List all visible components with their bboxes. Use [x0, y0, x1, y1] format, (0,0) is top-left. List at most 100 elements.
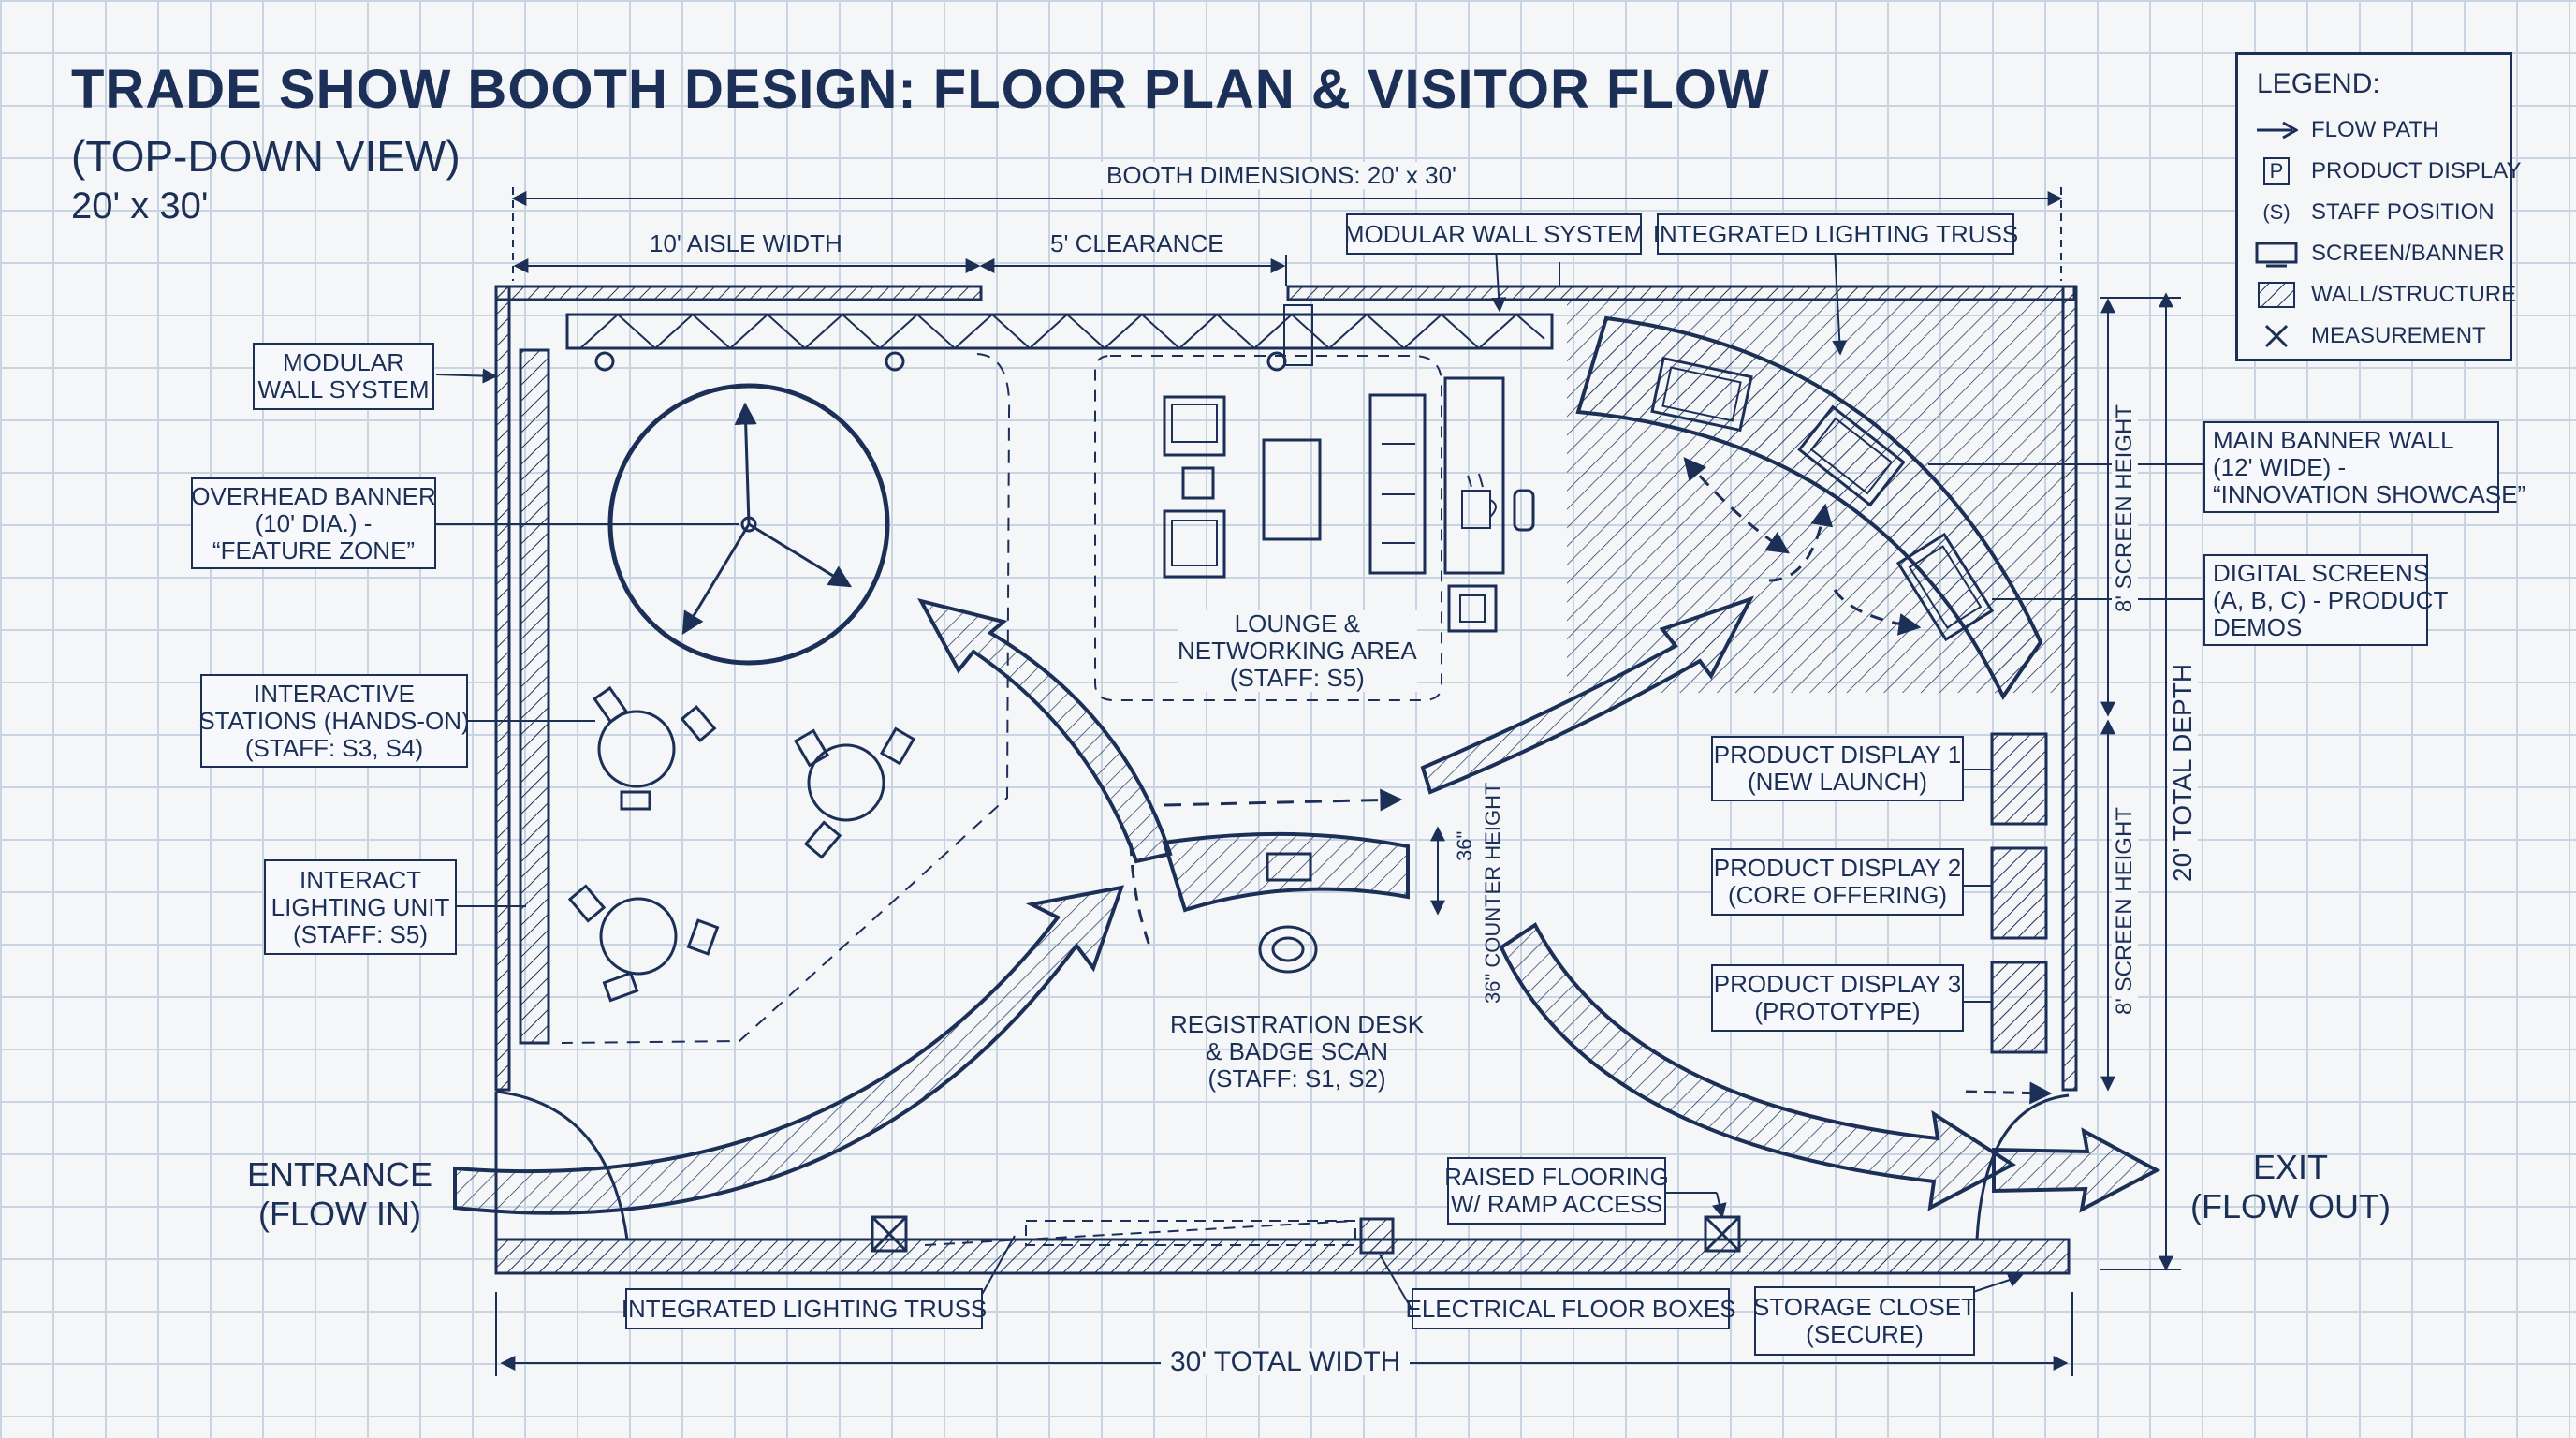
zone-line: NETWORKING AREA [1178, 637, 1417, 665]
entrance-label: ENTRANCE (FLOW IN) [247, 1155, 432, 1234]
callout-line: OVERHEAD BANNER [191, 481, 436, 510]
lighting-truss [565, 304, 1554, 372]
legend-item-product: P PRODUCT DISPLAY [2255, 153, 2522, 190]
registration-label: REGISTRATION DESK & BADGE SCAN (STAFF: S… [1170, 1011, 1424, 1093]
callout-line: (NEW LAUNCH) [1747, 768, 1928, 796]
legend-item-staff: (S) STAFF POSITION [2255, 194, 2495, 231]
callout-raised-flooring: RAISED FLOORING W/ RAMP ACCESS [1444, 1157, 1669, 1225]
legend-label: FLOW PATH [2311, 117, 2439, 142]
callout-interact-lighting: INTERACT LIGHTING UNIT (STAFF: S5) [264, 859, 457, 955]
legend: LEGEND: FLOW PATH P PRODUCT DISPLAY (S) … [2235, 52, 2522, 361]
callout-line: MODULAR [282, 348, 404, 376]
callout-line: PRODUCT DISPLAY 2 [1713, 854, 1962, 882]
staff-position-icon: (S) [2262, 200, 2291, 224]
booth-size-note: 20' x 30' [71, 185, 209, 227]
exit-title: EXIT [2252, 1148, 2328, 1186]
registration-desk [1162, 831, 1410, 974]
modular-wall-left [519, 348, 550, 1045]
callout-line: (PROTOTYPE) [1754, 997, 1921, 1025]
callout-line: DEMOS [2213, 612, 2303, 641]
entrance-title: ENTRANCE [247, 1155, 433, 1194]
callout-line: INTERACTIVE [254, 679, 415, 708]
booth-dimensions-label: BOOTH DIMENSIONS: 20' x 30' [1101, 162, 1463, 189]
main-banner-curved-wall [1575, 315, 2043, 700]
callout-lighting-truss-top: INTEGRATED LIGHTING TRUSS [1653, 213, 2018, 255]
page-title: TRADE SHOW BOOTH DESIGN: FLOOR PLAN & VI… [71, 59, 1770, 120]
screen-height-upper-label: 8' SCREEN HEIGHT [2112, 399, 2138, 618]
aisle-width-label: 10' AISLE WIDTH [650, 229, 842, 257]
callout-line: (CORE OFFERING) [1728, 881, 1947, 909]
screen-height-lower-label: 8' SCREEN HEIGHT [2112, 801, 2138, 1020]
callout-line: “FEATURE ZONE” [212, 536, 416, 565]
callout-line: (SECURE) [1806, 1320, 1924, 1348]
clearance-label: 5' CLEARANCE [1050, 229, 1224, 257]
lounge-label: LOUNGE & NETWORKING AREA (STAFF: S5) [1178, 610, 1417, 692]
legend-item-flow: FLOW PATH [2255, 111, 2438, 149]
product-display-icon: P [2255, 156, 2298, 186]
callout-product-display-2: PRODUCT DISPLAY 2 (CORE OFFERING) [1711, 848, 1964, 916]
page-subtitle: (TOP-DOWN VIEW) [71, 132, 461, 181]
product-display-pedestals [1990, 732, 2048, 1054]
callout-line: (10' DIA.) - [255, 508, 373, 537]
visitor-flow-arrows [453, 457, 2161, 1215]
lounge-furniture [1094, 355, 1535, 701]
legend-item-screen: SCREEN/BANNER [2255, 235, 2505, 272]
zone-line: REGISTRATION DESK [1170, 1010, 1425, 1038]
callout-line: (A, B, C) - PRODUCT [2213, 585, 2449, 614]
callout-digital-screens: DIGITAL SCREENS (A, B, C) - PRODUCT DEMO… [2203, 554, 2448, 646]
callout-storage: STORAGE CLOSET (SECURE) [1753, 1286, 1976, 1356]
counter-value-label: 36" [1453, 830, 1476, 861]
callout-line: WALL SYSTEM [257, 375, 430, 404]
zone-line: (STAFF: S5) [1229, 664, 1365, 692]
callout-main-banner: MAIN BANNER WALL (12' WIDE) - “INNOVATIO… [2203, 421, 2525, 513]
legend-label: SCREEN/BANNER [2311, 241, 2505, 266]
callout-electrical: ELECTRICAL FLOOR BOXES [1405, 1288, 1736, 1329]
callout-line: (12' WIDE) - [2213, 452, 2347, 481]
legend-symbol: P [2263, 157, 2290, 185]
callout-line: STORAGE CLOSET [1753, 1293, 1976, 1321]
zone-line: (STAFF: S1, S2) [1208, 1064, 1386, 1093]
entrance-note: (FLOW IN) [258, 1195, 421, 1233]
callout-line: “INNOVATION SHOWCASE” [2213, 479, 2526, 508]
callout-modular-wall-left: MODULAR WALL SYSTEM [253, 343, 434, 410]
interactive-station-tables [567, 685, 916, 1003]
callout-line: RAISED FLOORING [1444, 1163, 1669, 1191]
callout-overhead-banner: OVERHEAD BANNER (10' DIA.) - “FEATURE ZO… [191, 477, 436, 569]
measurement-x-icon [2255, 321, 2298, 351]
callout-lighting-truss-bottom: INTEGRATED LIGHTING TRUSS [622, 1288, 987, 1329]
callout-line: (STAFF: S3, S4) [244, 733, 424, 762]
callout-product-display-1: PRODUCT DISPLAY 1 (NEW LAUNCH) [1711, 736, 1964, 801]
callout-product-display-3: PRODUCT DISPLAY 3 (PROTOTYPE) [1711, 964, 1964, 1032]
callout-line: (STAFF: S5) [293, 919, 428, 948]
callout-modular-wall-top: MODULAR WALL SYSTEM [1344, 213, 1644, 255]
callout-line: PRODUCT DISPLAY 3 [1713, 970, 1962, 998]
zone-line: LOUNGE & [1234, 609, 1361, 638]
callout-line: INTERACT [300, 865, 421, 894]
total-depth-label: 20' TOTAL DEPTH [2168, 655, 2198, 889]
legend-item-wall: WALL/STRUCTURE [2255, 276, 2516, 314]
legend-item-measurement: MEASUREMENT [2255, 317, 2486, 355]
counter-height-label: 36" COUNTER HEIGHT [1481, 782, 1504, 1004]
callout-leaders [435, 246, 2203, 1310]
callout-interactive-stations: INTERACTIVE STATIONS (HANDS-ON) (STAFF: … [198, 674, 470, 768]
callout-line: MAIN BANNER WALL [2213, 425, 2454, 454]
exit-note: (FLOW OUT) [2190, 1187, 2391, 1225]
legend-label: PRODUCT DISPLAY [2311, 158, 2522, 183]
legend-label: MEASUREMENT [2311, 323, 2486, 348]
feature-zone-boundary [561, 353, 1011, 1044]
exit-label: EXIT (FLOW OUT) [2190, 1148, 2391, 1226]
callout-line: LIGHTING UNIT [271, 892, 450, 921]
total-width-label: 30' TOTAL WIDTH [1161, 1348, 1411, 1376]
callout-line: STATIONS (HANDS-ON) [198, 706, 470, 735]
flow-arrow-icon [2255, 115, 2298, 145]
zone-line: & BADGE SCAN [1206, 1037, 1389, 1065]
floor-boxes [871, 1215, 1741, 1255]
callout-line: PRODUCT DISPLAY 1 [1713, 741, 1962, 769]
callout-line: W/ RAMP ACCESS [1450, 1190, 1663, 1218]
screen-banner-icon [2255, 239, 2298, 269]
legend-label: STAFF POSITION [2311, 199, 2495, 225]
wall-structure-icon [2255, 280, 2298, 310]
dimension-lines [495, 187, 2181, 1376]
